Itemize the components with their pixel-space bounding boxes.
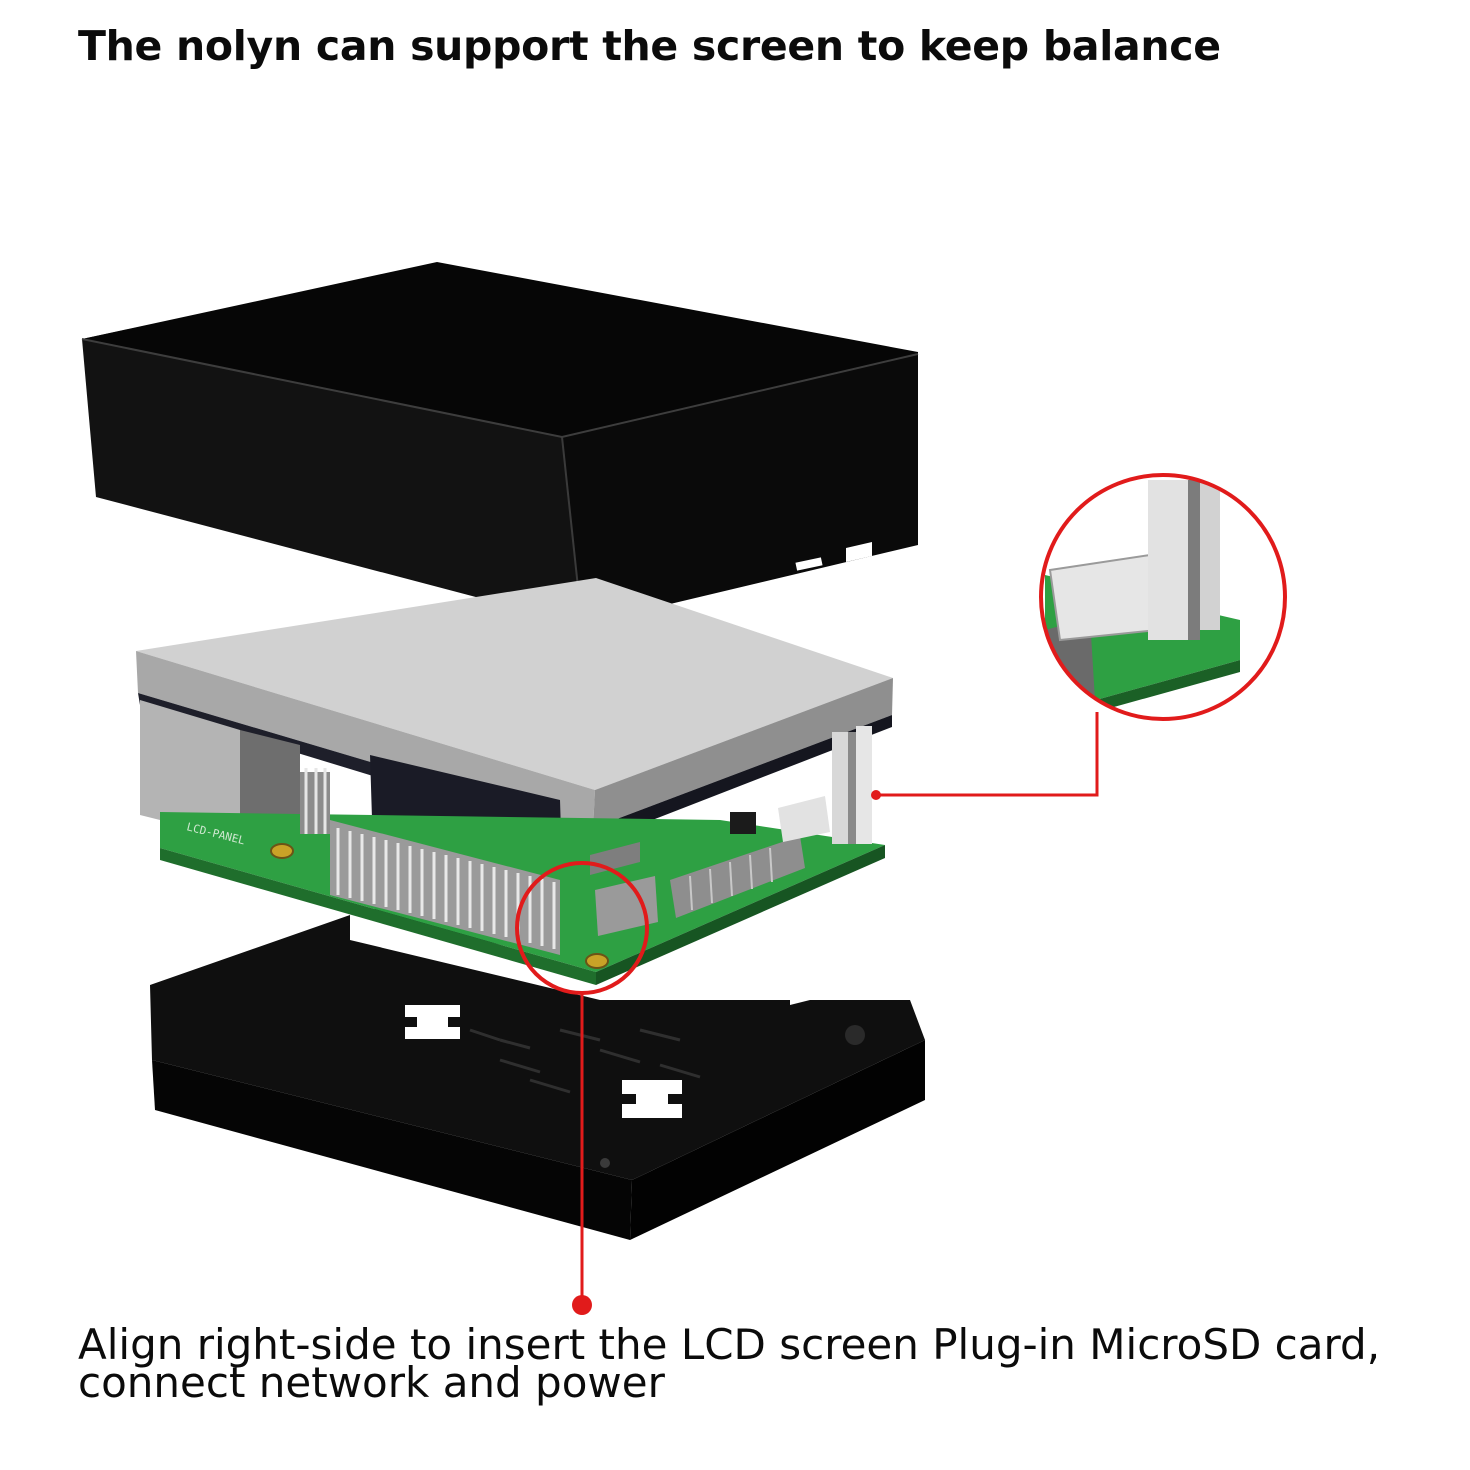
instruction-caption: Align right-side to insert the LCD scree… [78, 1320, 1458, 1407]
zoom-power-connector [1048, 553, 1160, 642]
microsd-slot [595, 876, 658, 936]
caption-line-1: Align right-side to insert the LCD scree… [78, 1320, 1381, 1369]
microsd-callout [515, 861, 649, 1315]
power-connector [778, 796, 830, 842]
mounting-hole [585, 953, 609, 969]
case-slot [795, 557, 823, 571]
case-cross-cutout [405, 1005, 460, 1039]
top-case [81, 262, 919, 630]
zoom-standoff [1148, 480, 1188, 640]
caption-line-2: connect network and power [78, 1358, 665, 1407]
pcb-board: LCD-PANEL [140, 700, 885, 985]
case-cross-cutout [622, 1080, 682, 1118]
bottom-case [150, 915, 925, 1240]
screen-support-standoff [832, 732, 848, 844]
zoom-callout-standoff [871, 473, 1287, 800]
ethernet-port [140, 700, 240, 840]
mounting-hole [270, 843, 294, 859]
headline: The nolyn can support the screen to keep… [78, 22, 1221, 70]
gpio-header [330, 820, 560, 955]
